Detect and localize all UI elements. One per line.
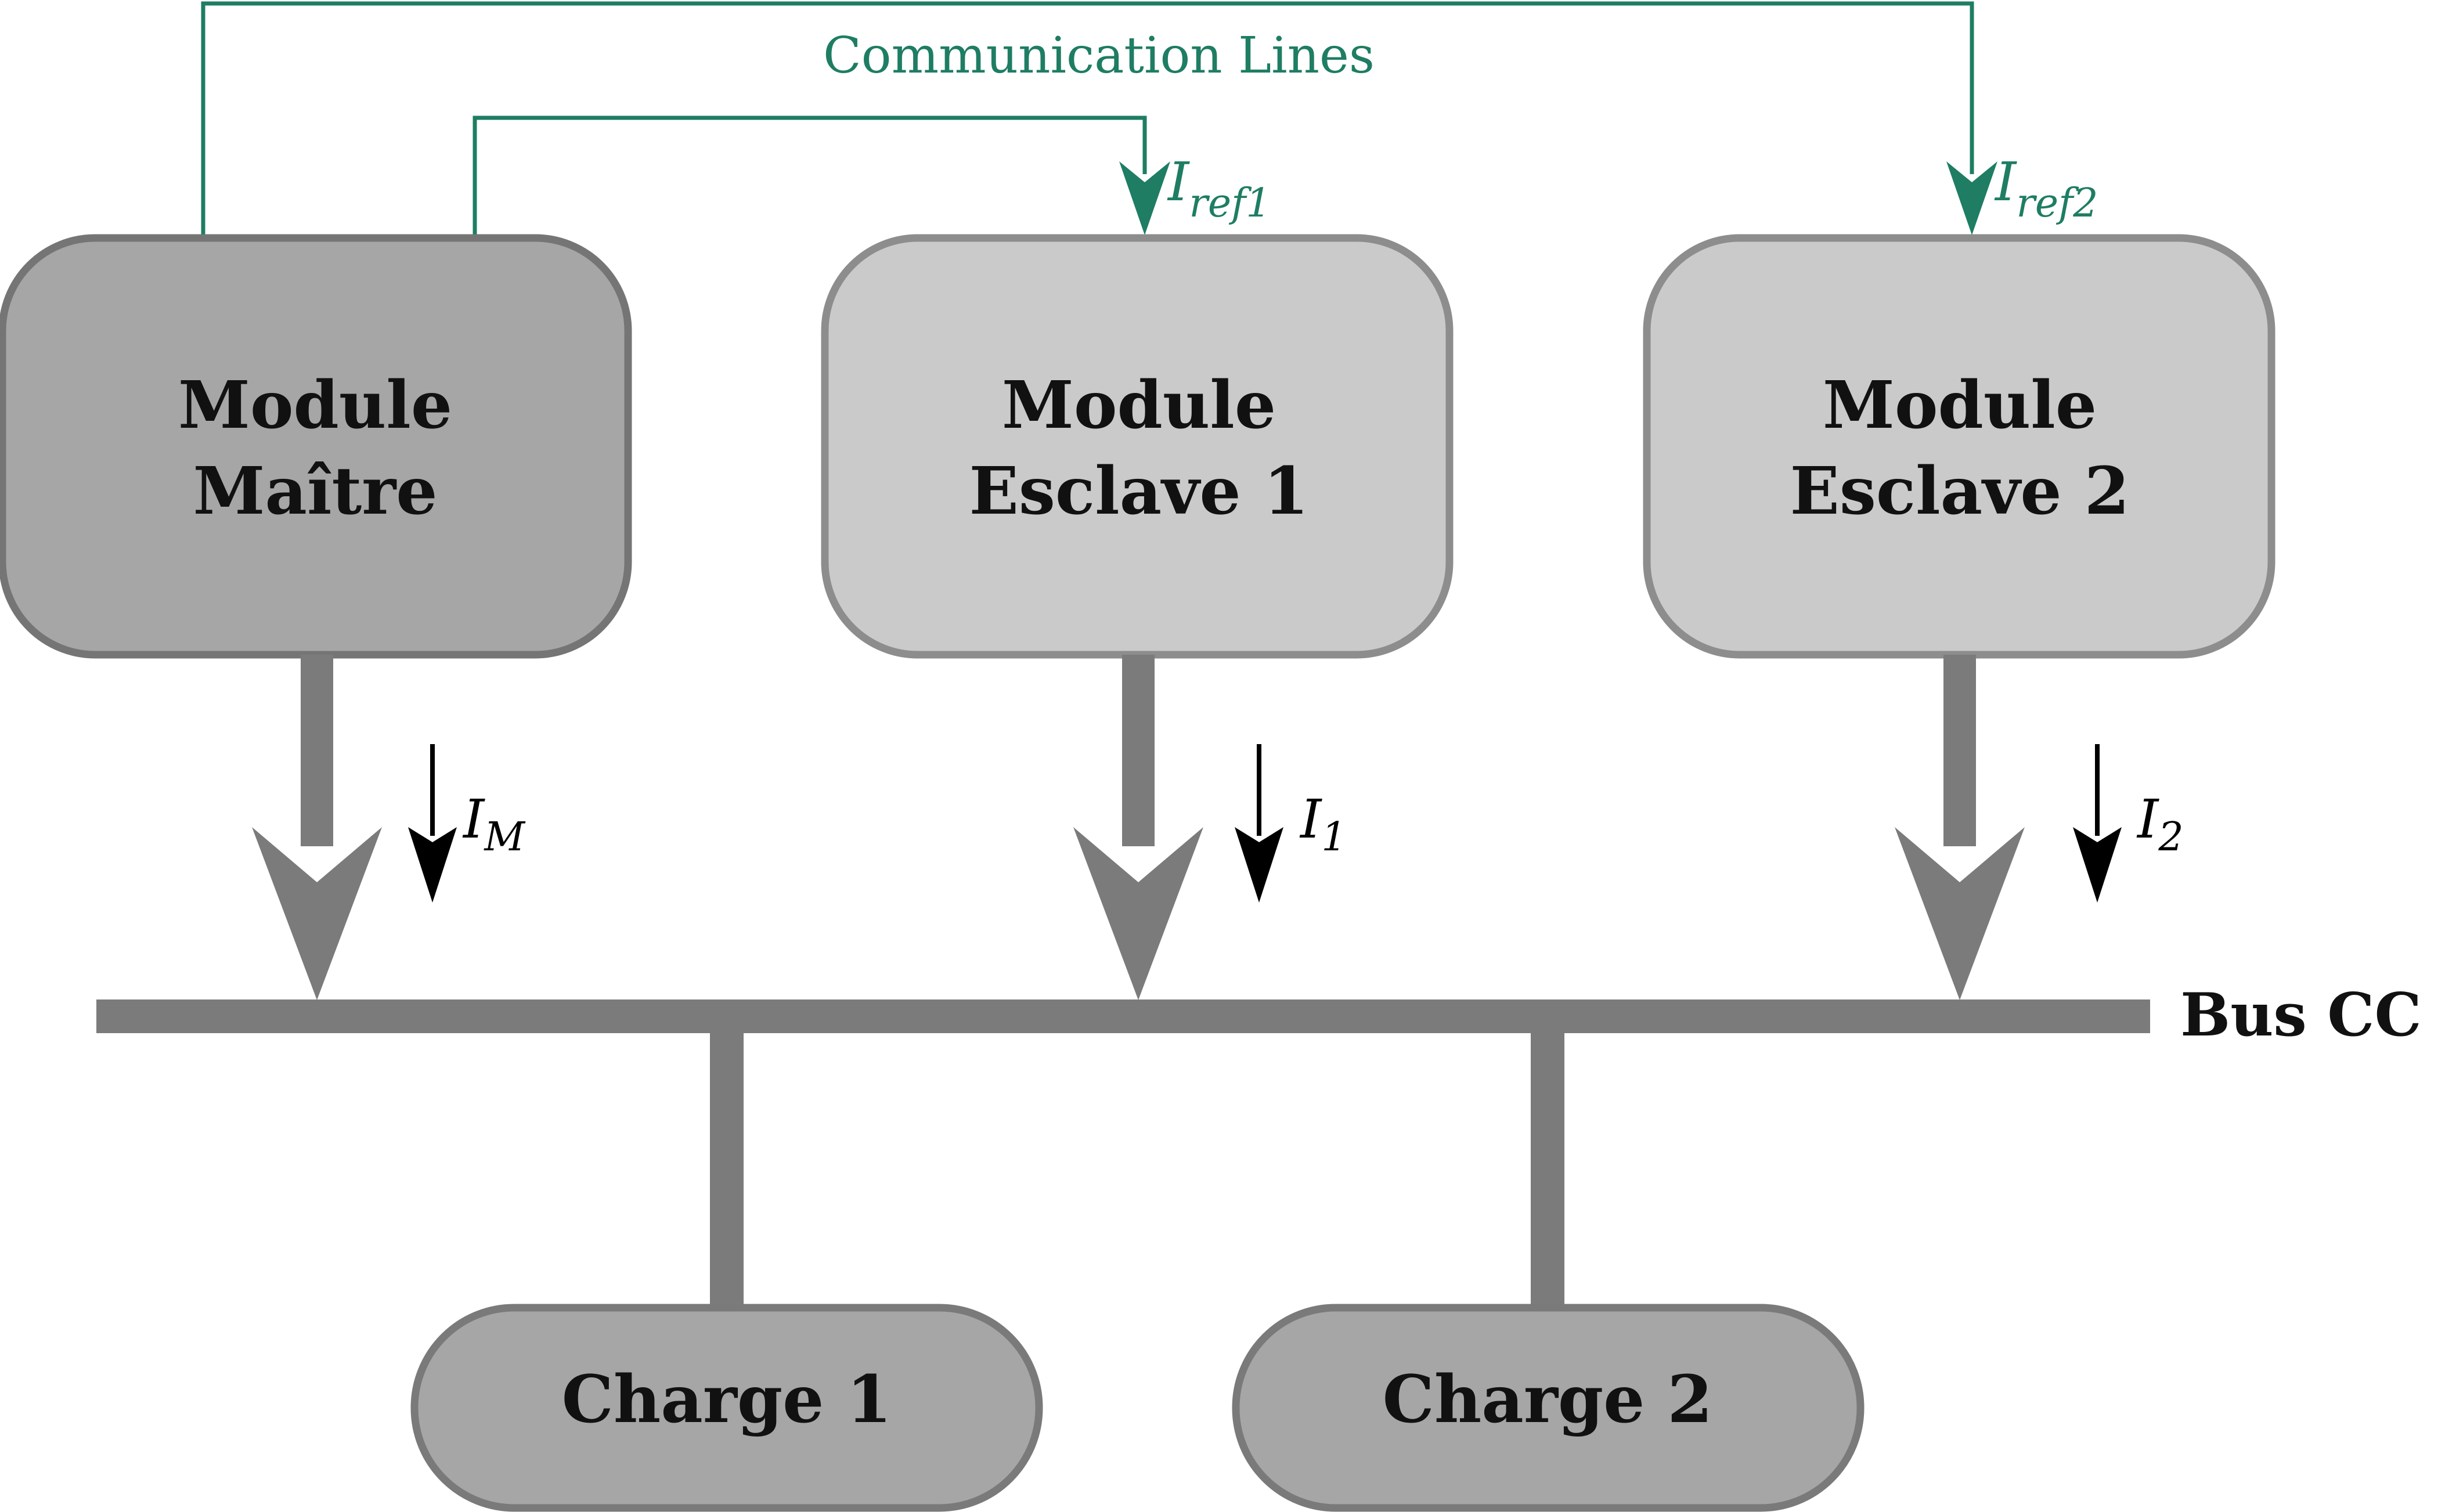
comm-arrowhead-2 [1946, 161, 1997, 235]
power-arrow-slave-1-shaft [1122, 655, 1155, 846]
module-slave-2-line1: Module [1823, 367, 2097, 443]
module-slave-2-line2: Esclave 2 [1790, 453, 2130, 529]
charge-2-box [1232, 1304, 1865, 1512]
comm-line-slave-1 [473, 116, 1147, 235]
power-arrows [252, 655, 2025, 1000]
module-master-line2: Maître [193, 453, 437, 529]
module-slave-1-line2: Esclave 1 [969, 453, 1309, 529]
bus-label: Bus CC [2180, 980, 2422, 1050]
power-arrow-master-shaft [301, 655, 333, 846]
power-arrow-slave-1-head [1073, 827, 1203, 1000]
charge-1-label: Charge 1 [562, 1362, 892, 1438]
module-slave-1-box [821, 234, 1454, 659]
charge-1-box [410, 1304, 1043, 1512]
comm-lines-label: Communication Lines [823, 27, 1375, 85]
current-indicators: IM I1 I2 [408, 744, 2184, 903]
charge-2-label: Charge 2 [1383, 1362, 1713, 1438]
module-slave-1-line1: Module [1002, 367, 1276, 443]
power-arrow-slave-2-shaft [1943, 655, 1976, 846]
iref2-label: Iref2 [1994, 151, 2098, 226]
load-connectors [710, 1032, 1564, 1308]
power-arrow-slave-2-head [1895, 827, 2025, 1000]
current-label-slave-2: I2 [2136, 788, 2184, 860]
module-master-line1: Module [178, 367, 452, 443]
charge-2: Charge 2 [1232, 1304, 1865, 1512]
module-slave-2-box [1643, 234, 2275, 659]
power-arrow-master-head [252, 827, 382, 1000]
charge-1: Charge 1 [410, 1304, 1043, 1512]
bus-bar [96, 999, 2150, 1033]
current-arrow-slave-2-head [2073, 827, 2122, 903]
communication-lines: Communication Lines Iref1 Iref2 [201, 1, 2098, 235]
module-slave-1: Module Esclave 1 [821, 234, 1454, 659]
comm-line-slave-2 [201, 1, 1974, 235]
module-slave-2: Module Esclave 2 [1643, 234, 2275, 659]
iref1-label: Iref1 [1167, 151, 1271, 226]
load-connector-2 [1531, 1032, 1564, 1308]
current-label-master: IM [462, 788, 526, 860]
comm-arrowhead-1 [1119, 161, 1170, 235]
current-arrow-master-head [408, 827, 457, 903]
load-connector-1 [710, 1032, 744, 1308]
module-master-box [0, 234, 632, 659]
dc-bus: Bus CC [96, 980, 2422, 1050]
current-label-slave-1: I1 [1299, 788, 1347, 860]
current-arrow-slave-1-head [1235, 827, 1283, 903]
module-master: Module Maître [0, 234, 632, 659]
